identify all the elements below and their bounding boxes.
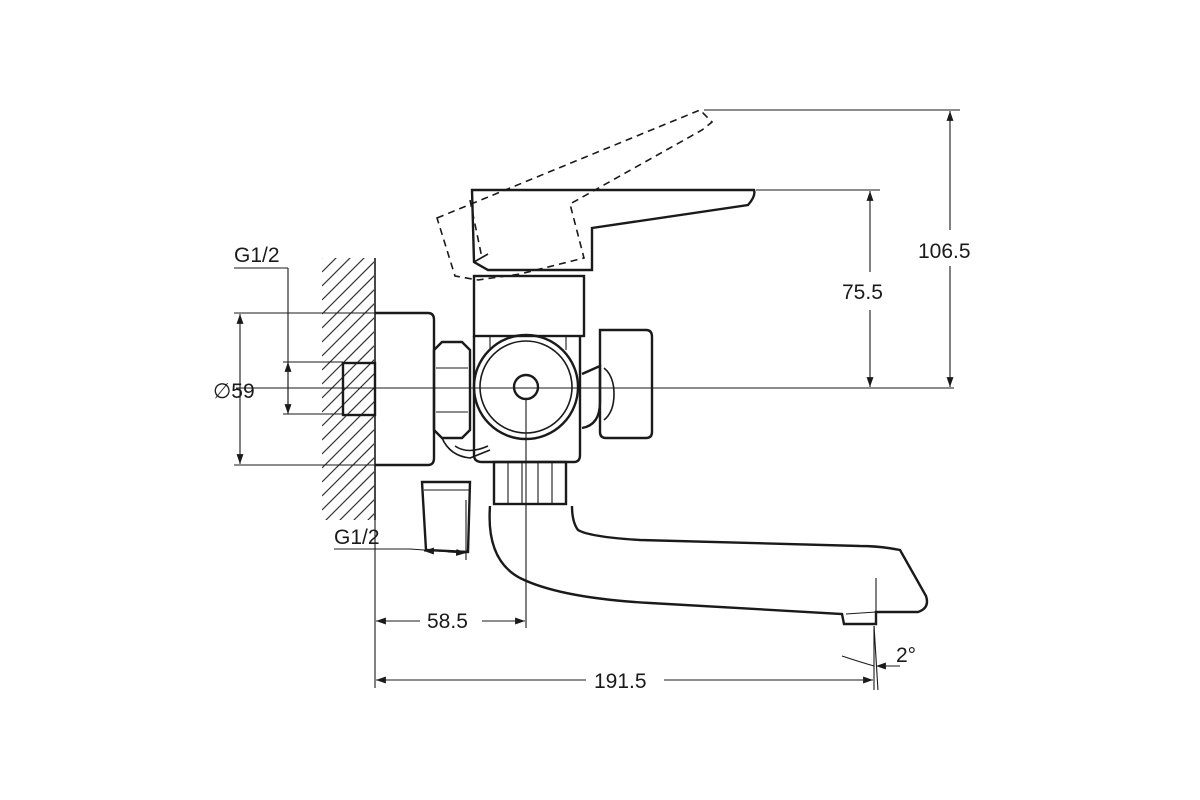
dim-length: 191.5 [376, 626, 875, 693]
lever-open [436, 109, 714, 281]
faucet-body [341, 274, 654, 554]
spout [488, 505, 929, 626]
dim-height-lever: 75.5 [756, 189, 883, 387]
label-offset: 58.5 [427, 610, 468, 633]
dim-height-total: 106.5 [704, 109, 971, 387]
dim-thread-top: G1/2 [234, 244, 343, 415]
label-height-total: 106.5 [918, 240, 971, 263]
label-thread-bottom: G1/2 [334, 526, 380, 549]
label-thread-top: G1/2 [234, 244, 280, 267]
label-length: 191.5 [594, 670, 647, 693]
label-angle: 2° [896, 644, 916, 667]
lever-closed [470, 188, 756, 272]
wall-hatching [322, 258, 376, 520]
dim-angle: 2° [841, 625, 916, 691]
label-height-lever: 75.5 [842, 281, 883, 304]
label-diameter: ∅59 [213, 380, 255, 403]
dim-offset: 58.5 [374, 400, 527, 688]
dim-thread-bottom: G1/2 [334, 500, 467, 560]
dim-diameter: ∅59 [213, 312, 375, 466]
